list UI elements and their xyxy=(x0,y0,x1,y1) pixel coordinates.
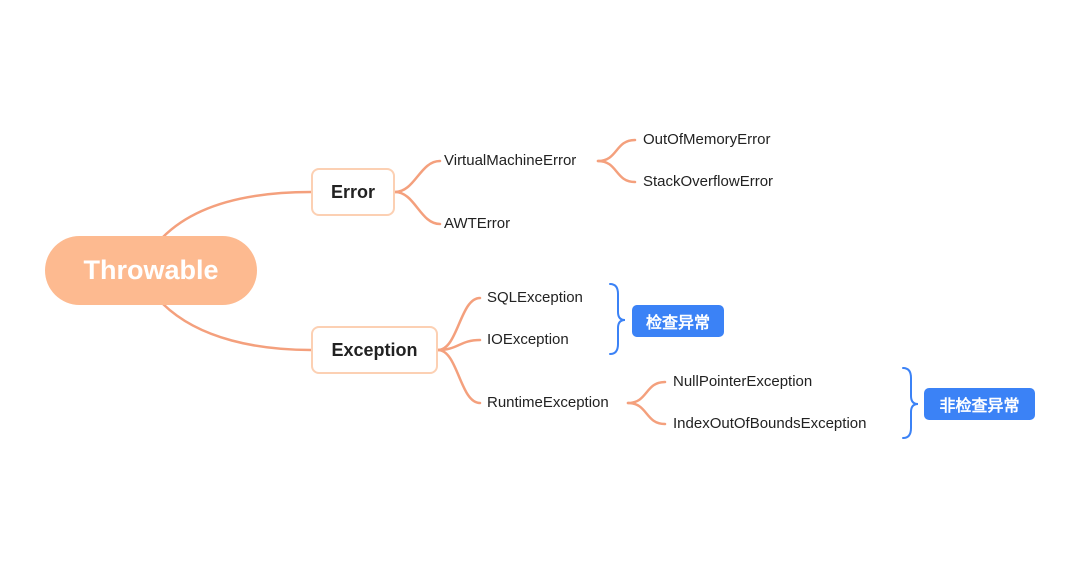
branch-node-error[interactable]: Error xyxy=(311,168,395,216)
leaf-node-ioexception[interactable]: IOException xyxy=(487,331,569,348)
connector-exception-io xyxy=(436,338,482,352)
leaf-node-outofmemoryerror[interactable]: OutOfMemoryError xyxy=(643,131,771,148)
connector-vm-so xyxy=(596,159,637,184)
connector-error-vm xyxy=(393,159,442,194)
connector-runtime-npe xyxy=(626,380,667,405)
brace-unchecked xyxy=(902,367,919,439)
connector-vm-oom xyxy=(596,138,637,163)
brace-checked xyxy=(609,283,626,355)
leaf-node-awterror[interactable]: AWTError xyxy=(444,215,511,232)
leaf-node-runtimeexception[interactable]: RuntimeException xyxy=(487,394,609,411)
connector-error-awt xyxy=(393,190,442,226)
root-node-throwable[interactable]: Throwable xyxy=(45,236,257,305)
leaf-node-indexoutofboundsexception[interactable]: IndexOutOfBoundsException xyxy=(673,415,867,432)
branch-node-exception[interactable]: Exception xyxy=(311,326,438,374)
leaf-node-nullpointerexception[interactable]: NullPointerException xyxy=(673,373,813,390)
connector-exception-sql xyxy=(436,296,482,352)
leaf-node-stackoverflowerror[interactable]: StackOverflowError xyxy=(643,173,774,190)
connector-root-error xyxy=(161,190,313,239)
leaf-node-sqlexception[interactable]: SQLException xyxy=(487,289,583,306)
tag-checked-exceptions[interactable]: 检查异常 xyxy=(632,305,724,337)
tag-unchecked-exceptions[interactable]: 非检查异常 xyxy=(924,388,1035,420)
connector-exception-runtime xyxy=(436,348,482,405)
connector-root-exception xyxy=(161,302,313,352)
connector-runtime-ioobe xyxy=(626,401,667,426)
leaf-node-virtualmachineerror[interactable]: VirtualMachineError xyxy=(444,152,577,169)
